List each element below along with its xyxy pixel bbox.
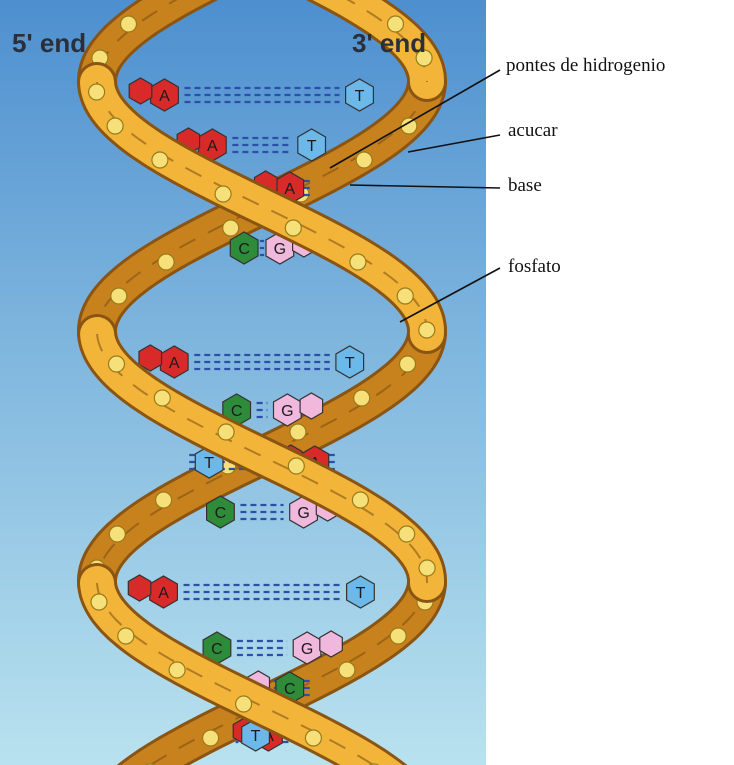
- phosphate-bead: [218, 424, 234, 440]
- base-letter: G: [301, 641, 313, 658]
- phosphate-bead: [107, 118, 123, 134]
- phosphate-bead: [390, 628, 406, 644]
- base-letter: A: [284, 181, 295, 198]
- purine-ring: [128, 575, 151, 601]
- phosphate-bead: [354, 390, 370, 406]
- base-letter: G: [281, 403, 293, 420]
- phosphate-bead: [169, 662, 185, 678]
- base-letter: A: [169, 355, 180, 372]
- base-letter: A: [159, 88, 170, 105]
- phosphate-bead: [152, 152, 168, 168]
- base-letter: C: [211, 641, 223, 658]
- phosphate-bead: [156, 492, 172, 508]
- base-letter: T: [345, 355, 355, 372]
- phosphate-bead: [215, 186, 231, 202]
- base-letter: T: [204, 455, 214, 472]
- phosphate-bead: [111, 288, 127, 304]
- phosphate-bead: [158, 254, 174, 270]
- phosphate-bead: [121, 16, 137, 32]
- callout-sugar: acucar: [508, 120, 558, 142]
- three-prime-end-label: 3' end: [352, 28, 426, 59]
- base-letter: C: [238, 241, 250, 258]
- base-letter: A: [158, 585, 169, 602]
- phosphate-bead: [285, 220, 301, 236]
- base-letter: A: [207, 138, 218, 155]
- phosphate-bead: [154, 390, 170, 406]
- callout-phosphate: fosfato: [508, 256, 561, 278]
- base-letter: C: [231, 403, 243, 420]
- phosphate-bead: [118, 628, 134, 644]
- base-letter: G: [274, 241, 286, 258]
- phosphate-bead: [399, 526, 415, 542]
- five-prime-end-label: 5' end: [12, 28, 86, 59]
- purine-ring: [320, 631, 343, 657]
- purine-ring: [300, 393, 323, 419]
- phosphate-bead: [203, 730, 219, 746]
- base-letter: T: [251, 728, 261, 745]
- phosphate-bead: [352, 492, 368, 508]
- phosphate-bead: [356, 152, 372, 168]
- phosphate-bead: [419, 560, 435, 576]
- phosphate-bead: [236, 696, 252, 712]
- phosphate-bead: [419, 322, 435, 338]
- phosphate-bead: [91, 594, 107, 610]
- purine-ring: [129, 78, 152, 104]
- callout-base: base: [508, 175, 542, 197]
- base-letter: C: [215, 505, 227, 522]
- phosphate-bead: [89, 84, 105, 100]
- phosphate-bead: [290, 424, 306, 440]
- phosphate-bead: [305, 730, 321, 746]
- phosphate-bead: [109, 526, 125, 542]
- phosphate-bead: [400, 356, 416, 372]
- phosphate-bead: [350, 254, 366, 270]
- base-letter: G: [297, 505, 309, 522]
- base-letter: T: [356, 585, 366, 602]
- phosphate-bead: [288, 458, 304, 474]
- callout-hydrogen-bridges: pontes de hidrogenio: [506, 55, 665, 77]
- phosphate-bead: [223, 220, 239, 236]
- phosphate-bead: [109, 356, 125, 372]
- base-letter: T: [355, 88, 365, 105]
- phosphate-bead: [339, 662, 355, 678]
- base-letter: T: [307, 138, 317, 155]
- phosphate-bead: [397, 288, 413, 304]
